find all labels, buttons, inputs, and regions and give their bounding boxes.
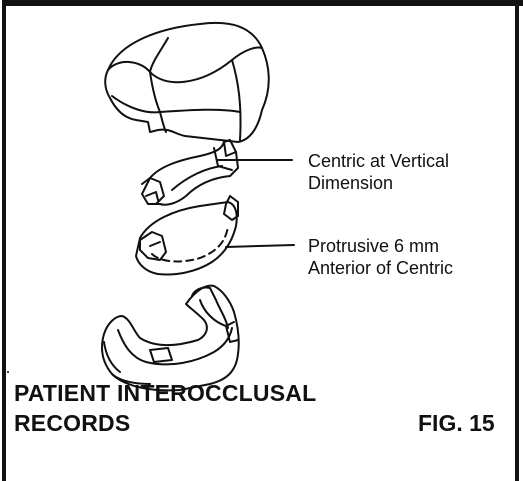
centric-label: Centric at Vertical Dimension	[308, 150, 449, 194]
centric-label-line-2: Dimension	[308, 172, 449, 194]
protrusive-label-line-1: Protrusive 6 mm	[308, 235, 453, 257]
figure-title-line-2: RECORDS	[14, 408, 316, 438]
protrusive-label: Protrusive 6 mm Anterior of Centric	[308, 235, 453, 279]
figure-title: PATIENT INTEROCCLUSAL RECORDS	[14, 378, 316, 438]
protrusive-leader-line	[226, 245, 294, 247]
figure-number: FIG. 15	[418, 408, 495, 438]
figure-title-line-1: PATIENT INTEROCCLUSAL	[14, 378, 316, 408]
protrusive-record-wafer	[136, 196, 238, 275]
centric-record-wafer	[142, 140, 238, 205]
protrusive-label-line-2: Anterior of Centric	[308, 257, 453, 279]
lower-tray	[102, 286, 239, 391]
upper-tray	[105, 23, 269, 142]
centric-label-line-1: Centric at Vertical	[308, 150, 449, 172]
